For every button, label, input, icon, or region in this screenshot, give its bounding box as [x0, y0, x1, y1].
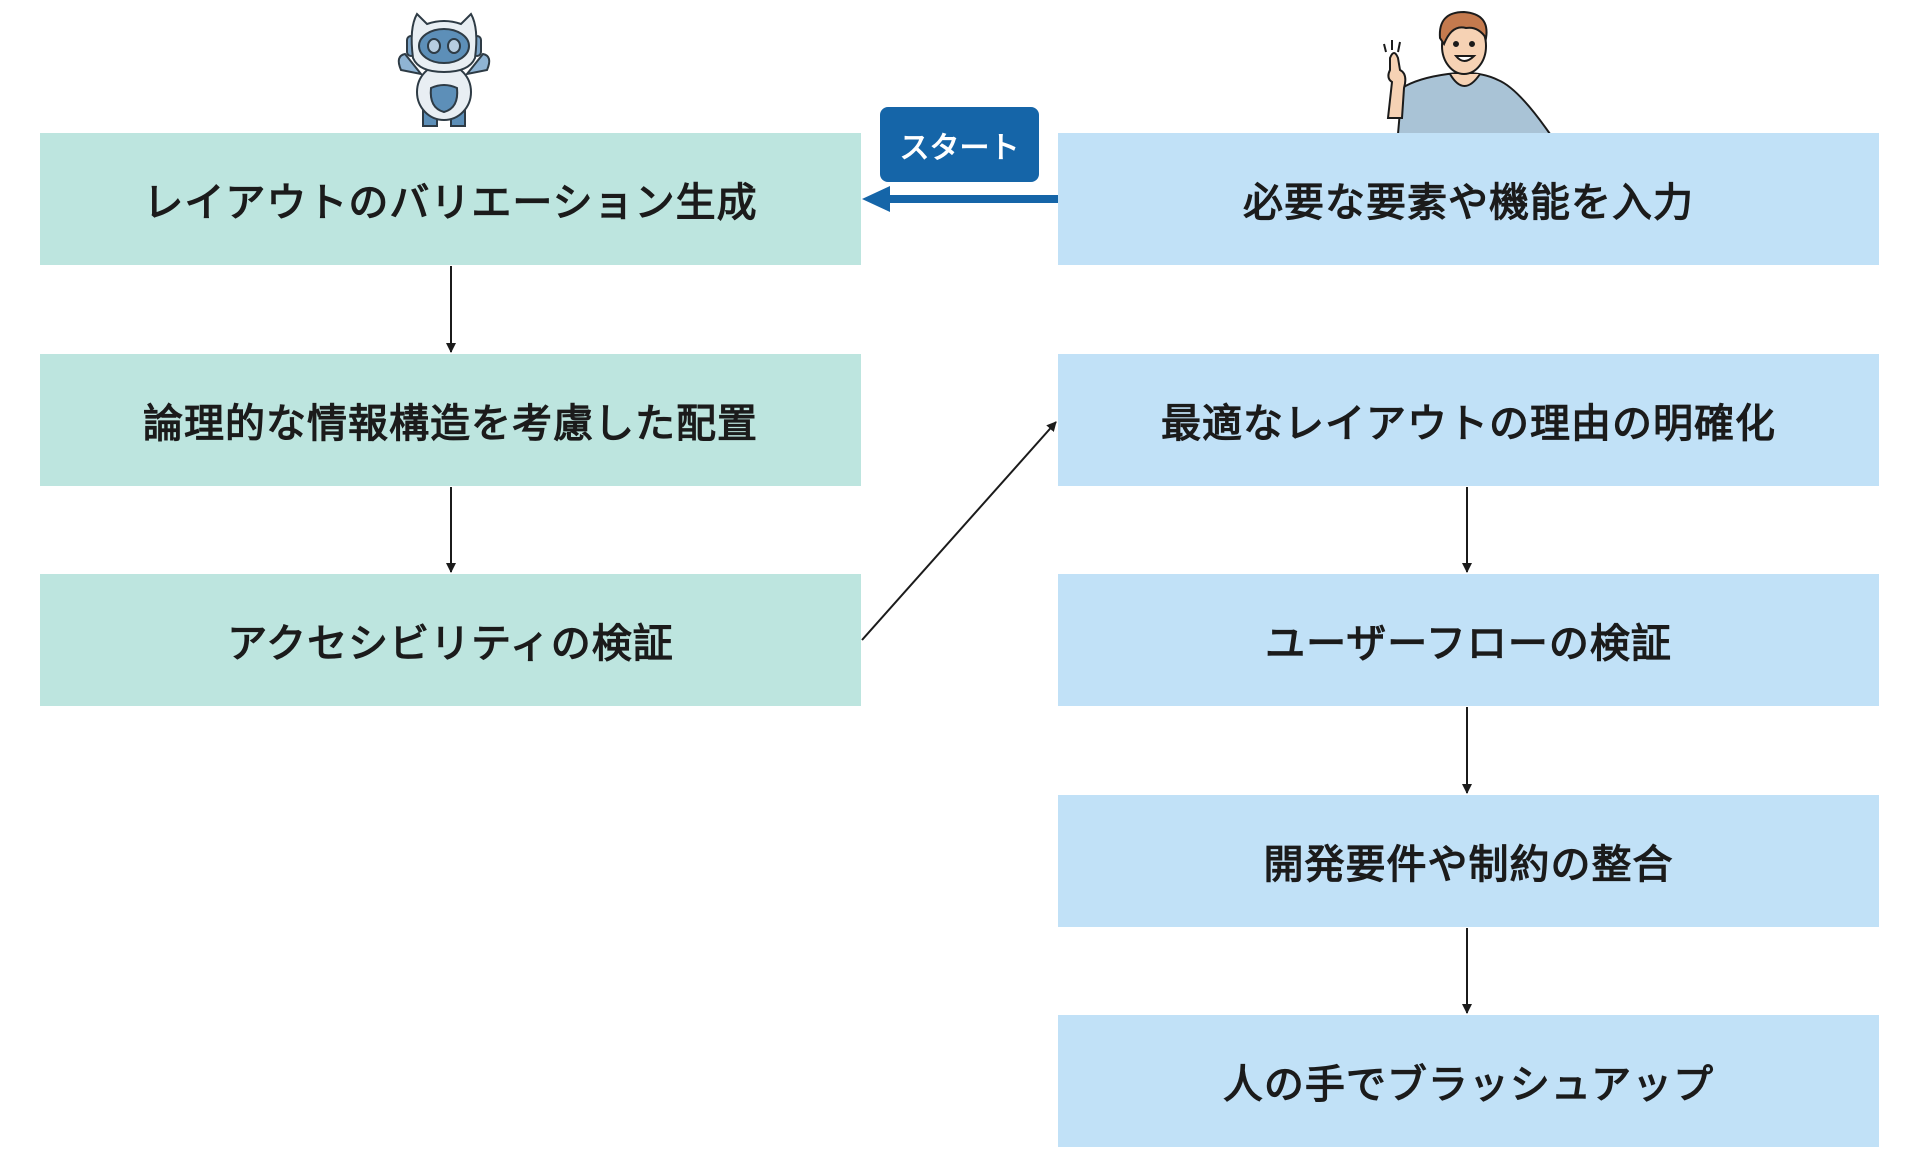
arrow-ai3-to-human2 — [861, 421, 1057, 641]
ai-step-1: レイアウトのバリエーション生成 — [40, 133, 861, 265]
human-step-5: 人の手でブラッシュアップ — [1058, 1015, 1879, 1147]
person-thumbs-up-icon — [1383, 10, 1552, 134]
human-step-3-label: ユーザーフローの検証 — [1265, 621, 1672, 667]
ai-step-2: 論理的な情報構造を考慮した配置 — [40, 354, 861, 486]
human-step-2: 最適なレイアウトの理由の明確化 — [1058, 354, 1879, 486]
human-step-4: 開発要件や制約の整合 — [1058, 795, 1879, 927]
start-button[interactable]: スタート — [880, 107, 1039, 182]
human-step-1: 必要な要素や機能を入力 — [1058, 133, 1879, 265]
human-step-4-label: 開発要件や制約の整合 — [1263, 842, 1674, 888]
ai-step-1-label: レイアウトのバリエーション生成 — [143, 180, 758, 226]
human-step-1-label: 必要な要素や機能を入力 — [1243, 180, 1694, 226]
human-step-5-label: 人の手でブラッシュアップ — [1222, 1062, 1715, 1108]
human-step-3: ユーザーフローの検証 — [1058, 574, 1879, 706]
ai-step-3: アクセシビリティの検証 — [40, 574, 861, 706]
robot-icon — [397, 12, 491, 127]
human-step-2-label: 最適なレイアウトの理由の明確化 — [1161, 401, 1776, 447]
ai-step-3-label: アクセシビリティの検証 — [227, 621, 674, 667]
start-arrow — [862, 186, 1058, 212]
ai-step-2-label: 論理的な情報構造を考慮した配置 — [143, 401, 758, 447]
